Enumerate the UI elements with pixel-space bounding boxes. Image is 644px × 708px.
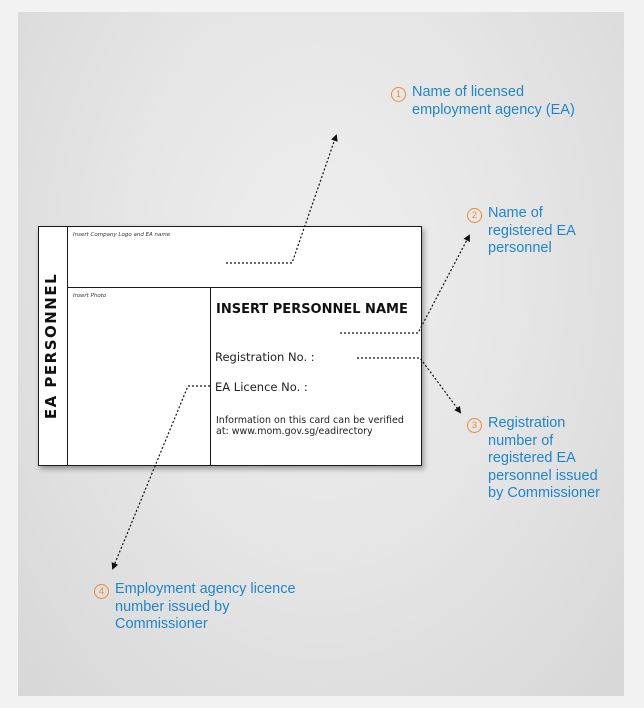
ea-personnel-card: EA PERSONNEL Insert Company Logo and EA … [38,226,422,466]
callout-3-number: 3 [467,418,482,433]
logo-placeholder-text: Insert Company Logo and EA name [73,232,171,238]
photo-placeholder-text: Insert Photo [73,293,107,299]
callout-4-number: 4 [94,584,109,599]
callout-2-number: 2 [467,208,482,223]
arrow-3 [357,357,462,414]
arrow-1 [226,134,338,264]
side-divider [67,227,68,465]
callout-2-text: Name of registered EA personnel [488,205,576,256]
callout-4-text: Employment agency licence number issued … [115,581,296,632]
arrow-2 [340,234,470,334]
registration-label: Registration No. : [215,350,315,364]
verification-text: Information on this card can be verified… [216,415,404,437]
personnel-name: INSERT PERSONNEL NAME [216,302,408,317]
arrow-4 [111,385,210,570]
header-divider [67,287,421,288]
callout-3-text: Registration number of registered EA per… [488,415,600,501]
photo-divider [210,287,211,465]
licence-label: EA Licence No. : [215,380,308,394]
callout-1-text: Name of licensed employment agency (EA) [412,84,575,118]
callout-1-number: 1 [391,87,406,102]
